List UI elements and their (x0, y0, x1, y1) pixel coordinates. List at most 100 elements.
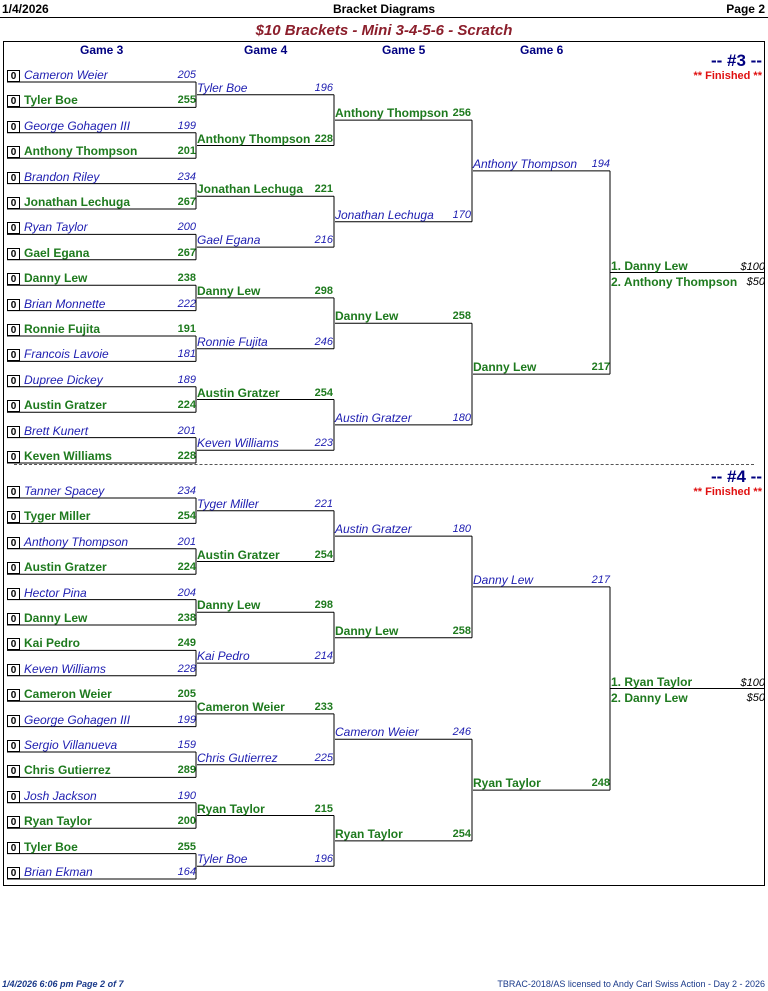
player-name: Gael Egana (24, 245, 90, 260)
player-score: 254 (177, 510, 196, 523)
player-name: Danny Lew (24, 271, 88, 286)
seed-box: 0 (7, 867, 20, 879)
seed-box: 0 (7, 374, 20, 387)
player-name: Anthony Thompson (473, 156, 578, 171)
player-score: 224 (177, 399, 196, 412)
seed-box: 0 (7, 425, 20, 438)
player-score: 298 (314, 599, 333, 612)
player-name: Danny Lew (335, 623, 399, 638)
player-name: Danny Lew (24, 611, 88, 625)
player-score: 205 (177, 69, 196, 81)
player-score: 191 (177, 323, 196, 335)
player-score: 254 (314, 548, 333, 561)
player-name: Danny Lew (335, 309, 399, 324)
player-score: 170 (452, 208, 471, 221)
player-score: 201 (177, 424, 196, 437)
second-place: 2. Anthony Thompson (611, 274, 738, 289)
seed-box: 0 (7, 790, 20, 803)
seed-box: 0 (7, 120, 20, 133)
player-score: 256 (452, 107, 471, 120)
player-name: Anthony Thompson (197, 131, 311, 146)
player-score: 214 (314, 650, 333, 663)
second-prize: $50 (746, 275, 765, 288)
player-name: Anthony Thompson (24, 534, 129, 549)
bracket-number: -- #3 -- (711, 51, 762, 70)
seed-box: 0 (7, 222, 20, 235)
player-score: 249 (177, 637, 196, 650)
player-score: 224 (177, 561, 196, 574)
player-score: 215 (314, 802, 333, 815)
seed-box: 0 (7, 273, 20, 286)
player-name: Keven Williams (24, 449, 112, 463)
player-score: 258 (452, 310, 471, 323)
player-name: Brian Monnette (24, 296, 106, 311)
player-score: 222 (177, 297, 196, 310)
player-score: 238 (177, 272, 196, 285)
player-name: George Gohagen III (24, 118, 131, 133)
player-name: Ryan Taylor (24, 814, 92, 829)
player-name: Gael Egana (197, 233, 261, 248)
player-name: Cameron Weier (197, 699, 285, 714)
player-score: 221 (314, 183, 333, 196)
player-score: 234 (177, 170, 196, 183)
player-name: George Gohagen III (24, 712, 131, 727)
player-name: Ryan Taylor (197, 801, 265, 816)
player-name: Francois Lavoie (24, 347, 109, 362)
seed-box: 0 (7, 587, 20, 600)
player-score: 159 (177, 739, 196, 751)
player-score: 199 (177, 713, 196, 726)
player-score: 246 (314, 335, 333, 348)
player-score: 289 (177, 764, 196, 777)
player-score: 164 (177, 866, 196, 878)
player-name: Ryan Taylor (473, 776, 541, 791)
player-name: Dupree Dickey (24, 372, 103, 387)
header-rule (0, 17, 768, 18)
player-score: 217 (591, 573, 610, 586)
player-score: 246 (452, 726, 471, 739)
player-score: 298 (314, 284, 333, 297)
page-subtitle: $10 Brackets - Mini 3-4-5-6 - Scratch (255, 22, 513, 39)
player-score: 225 (314, 751, 333, 764)
seed-box: 0 (7, 247, 20, 260)
player-name: Danny Lew (473, 572, 534, 587)
player-score: 204 (177, 586, 196, 599)
seed-box: 0 (7, 562, 20, 575)
player-score: 228 (177, 662, 196, 675)
column-game-6: Game 6 (520, 43, 564, 57)
column-game-4: Game 4 (244, 43, 288, 57)
bracket-number: -- #4 -- (711, 467, 762, 486)
player-score: 267 (177, 196, 196, 208)
seed-box: 0 (7, 70, 20, 82)
player-name: Jonathan Lechuga (24, 195, 131, 209)
player-name: Kai Pedro (197, 649, 250, 664)
player-name: Cameron Weier (335, 725, 419, 740)
seed-box: 0 (7, 171, 20, 184)
player-name: Sergio Villanueva (24, 738, 118, 752)
player-score: 255 (177, 840, 196, 853)
first-prize: $100 (740, 676, 765, 689)
player-name: Austin Gratzer (197, 547, 280, 562)
player-name: Kai Pedro (24, 636, 81, 651)
player-name: Austin Gratzer (335, 522, 412, 537)
player-name: Ronnie Fujita (24, 322, 100, 336)
player-score: 180 (452, 411, 471, 424)
seed-box: 0 (7, 765, 20, 778)
seed-box: 0 (7, 349, 20, 362)
player-score: 228 (177, 450, 196, 462)
player-name: Tyger Miller (24, 509, 91, 524)
player-name: Tyler Boe (197, 80, 248, 95)
second-place: 2. Danny Lew (611, 690, 688, 705)
player-name: Ronnie Fujita (197, 334, 268, 349)
player-name: Ryan Taylor (335, 826, 403, 841)
player-name: Jonathan Lechuga (335, 207, 434, 222)
header-page: Page 2 (726, 2, 765, 16)
player-name: Keven Williams (197, 436, 279, 451)
player-name: Danny Lew (197, 283, 261, 298)
seed-box: 0 (7, 841, 20, 854)
player-score: 189 (177, 373, 196, 386)
seed-box: 0 (7, 324, 20, 336)
bracket-separator (14, 464, 754, 465)
player-name: Chris Gutierrez (24, 763, 111, 778)
bracket-status: ** Finished ** (693, 486, 762, 498)
